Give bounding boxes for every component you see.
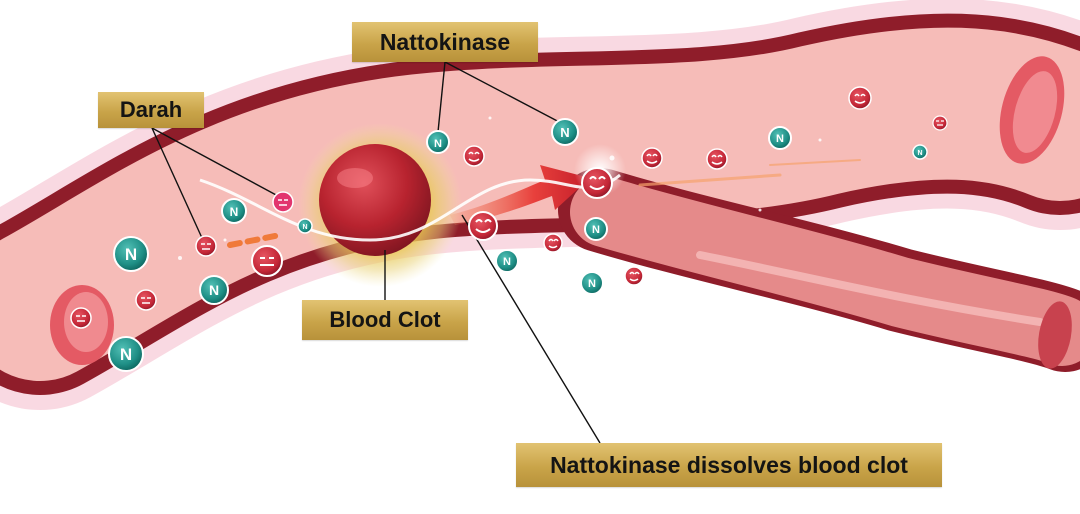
blood-cell-face-icon [251, 245, 283, 277]
svg-text:N: N [125, 245, 137, 264]
main-vessel [0, 13, 1080, 395]
blood-cell-face-icon [463, 145, 485, 167]
blood-cell-face-icon [543, 233, 563, 253]
svg-text:N: N [230, 205, 239, 219]
nattokinase-molecule-icon: N [297, 218, 313, 234]
label-nattokinase: Nattokinase [352, 22, 538, 62]
blood-clot [298, 123, 462, 287]
svg-text:N: N [209, 282, 219, 298]
blood-cell-face-icon [135, 289, 157, 311]
blood-cell-face-icon [70, 307, 92, 329]
blood-cell-face-icon [932, 115, 948, 131]
enzyme-molecules: N N N N N N N N N N N N [108, 118, 928, 372]
nattokinase-molecule-icon: N [221, 198, 247, 224]
svg-text:N: N [503, 256, 511, 268]
svg-text:N: N [592, 224, 600, 236]
nattokinase-molecule-icon: N [426, 130, 450, 154]
blood-cell-face-icon [848, 86, 872, 110]
svg-text:N: N [434, 138, 442, 150]
label-darah: Darah [98, 92, 204, 128]
nattokinase-molecule-icon: N [912, 144, 928, 160]
svg-text:N: N [120, 345, 132, 364]
blood-cell-face-icon [706, 148, 728, 170]
nattokinase-molecule-icon: N [108, 336, 144, 372]
nattokinase-molecule-icon: N [768, 126, 792, 150]
nattokinase-molecule-icon: N [580, 271, 604, 295]
enzyme-path [199, 173, 621, 242]
nattokinase-molecule-icon: N [551, 118, 579, 146]
label-blood-clot: Blood Clot [302, 300, 468, 340]
leader-lines [151, 61, 601, 444]
nattokinase-molecule-icon: N [495, 249, 519, 273]
blood-cell-face-icon [272, 191, 294, 213]
nattokinase-molecule-icon: N [584, 217, 608, 241]
blood-cell-face-icon [468, 211, 498, 241]
blood-cells [70, 86, 948, 329]
svg-text:N: N [588, 278, 596, 290]
nattokinase-molecule-icon: N [113, 236, 149, 272]
label-nattokinase-dissolves: Nattokinase dissolves blood clot [516, 443, 942, 487]
blood-cell-face-icon [195, 235, 217, 257]
blood-cell-face-icon [581, 167, 613, 199]
blood-cell-face-icon [624, 266, 644, 286]
svg-text:N: N [302, 224, 307, 231]
nattokinase-molecule-icon: N [199, 275, 229, 305]
svg-text:N: N [560, 125, 569, 140]
blood-cell-face-icon [641, 147, 663, 169]
branch-vessel [558, 168, 1080, 372]
svg-text:N: N [917, 150, 922, 157]
sparkles [178, 116, 822, 260]
flow-streaks [638, 159, 861, 187]
svg-text:N: N [776, 133, 784, 145]
